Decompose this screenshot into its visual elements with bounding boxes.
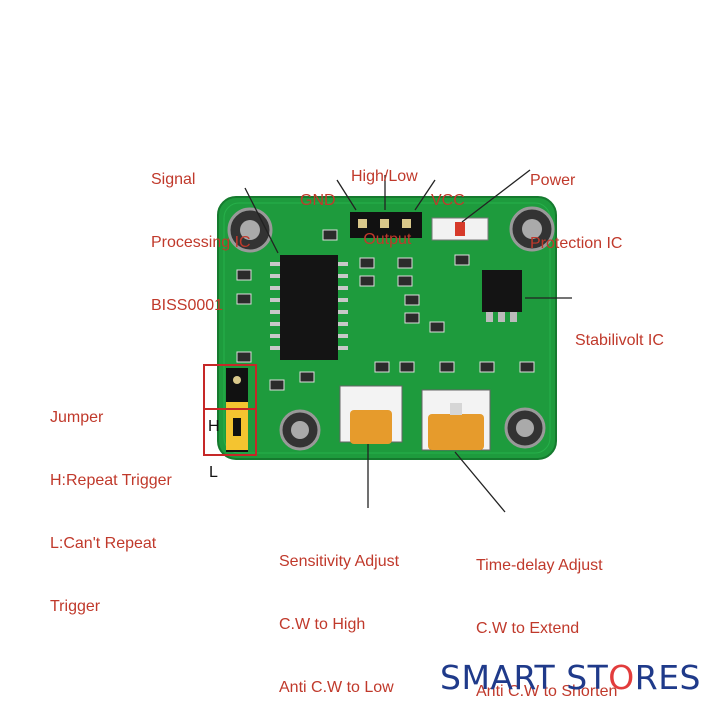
label-line: Anti C.W to Low	[279, 679, 394, 696]
label-line: Signal	[151, 171, 196, 188]
smart-stores-logo: SMART STORES	[440, 658, 701, 697]
label-line: VCC	[431, 192, 465, 209]
capacitor	[504, 407, 546, 449]
jumper-l-label: L	[209, 420, 218, 504]
label-line: H:Repeat Trigger	[50, 472, 172, 489]
jumper-highlight-box	[203, 364, 257, 456]
label-line: L:Can't Repeat	[50, 535, 157, 552]
output-label: High/Low Output	[351, 124, 418, 271]
time-delay-adjust-label: Time-delay Adjust C.W to Extend Anti C.W…	[476, 513, 617, 723]
logo-word-st: ST	[566, 658, 609, 697]
power-protection-ic-label: Power Protection IC	[530, 128, 622, 275]
label-line: Anti C.W to Shorten	[476, 683, 618, 700]
capacitor	[509, 206, 555, 252]
leader-lines	[244, 169, 572, 513]
sensitivity-potentiometer	[339, 385, 403, 444]
label-line: C.W to Extend	[476, 620, 580, 637]
label-line: H	[208, 418, 220, 435]
gnd-label: GND	[300, 148, 336, 232]
power-protection-ic	[431, 217, 489, 241]
label-line: GND	[300, 192, 336, 209]
logo-word-res: RES	[634, 658, 702, 697]
logo-letter-o: O	[608, 658, 635, 697]
label-line: Time-delay Adjust	[476, 557, 603, 574]
label-line: High/Low	[351, 168, 418, 185]
smd-components	[236, 229, 535, 391]
biss0001-chip	[270, 255, 348, 360]
capacitor	[279, 409, 321, 451]
label-line: Output	[363, 231, 412, 248]
jumper-h-label: H	[208, 374, 220, 458]
label-line: Processing IC	[151, 234, 251, 251]
label-line: L	[209, 464, 218, 481]
signal-processing-ic-label: Signal Processing IC BISS0001	[151, 127, 251, 337]
label-line: Trigger	[50, 598, 101, 615]
stabilivolt-ic	[482, 270, 522, 322]
label-line: Stabilivolt IC	[575, 332, 664, 349]
label-line: Power	[530, 172, 576, 189]
label-line: Protection IC	[530, 235, 623, 252]
label-line: C.W to High	[279, 616, 366, 633]
label-line: Jumper	[50, 409, 104, 426]
label-line: BISS0001	[151, 297, 224, 314]
time-delay-potentiometer	[421, 389, 491, 451]
stabilivolt-ic-label: Stabilivolt IC	[575, 288, 664, 372]
label-line: Sensitivity Adjust	[279, 553, 400, 570]
vcc-label: VCC	[431, 148, 465, 232]
logo-word-smart: SMART	[440, 658, 556, 697]
sensitivity-adjust-label: Sensitivity Adjust C.W to High Anti C.W …	[279, 509, 399, 719]
header-pins	[350, 212, 422, 238]
jumper-label: Jumper H:Repeat Trigger L:Can't Repeat T…	[50, 365, 172, 638]
